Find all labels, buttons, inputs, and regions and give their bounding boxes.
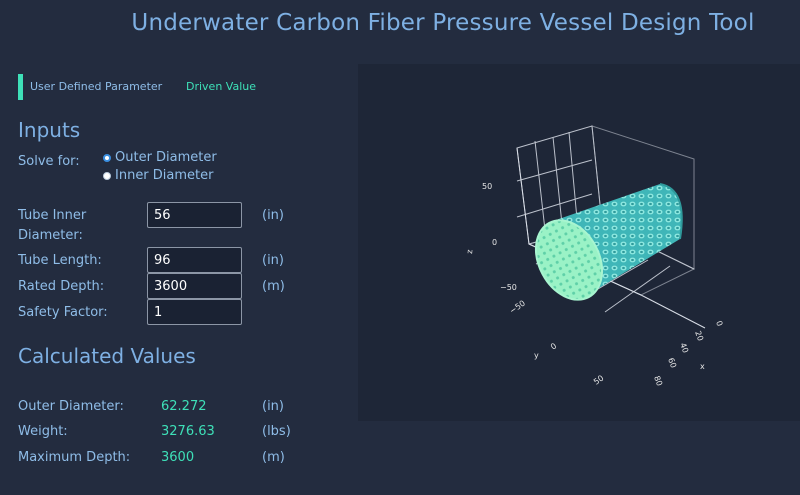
y-axis-title: y	[534, 351, 539, 360]
y-tick-50: 50	[592, 373, 606, 386]
outer-diameter-label: Outer Diameter:	[18, 399, 124, 414]
radio-outer-diameter-label: Outer Diameter	[115, 150, 217, 165]
weight-unit: (lbs)	[262, 424, 291, 439]
vessel-3d-plot[interactable]: 50 0 −50 z −50 0 50 y 0 20 40 60 80 x	[358, 64, 800, 421]
radio-inner-diameter-label: Inner Diameter	[115, 168, 214, 183]
z-tick-0: 0	[492, 238, 497, 247]
maximum-depth-unit: (m)	[262, 450, 285, 465]
vessel-3d-scene[interactable]: 50 0 −50 z −50 0 50 y 0 20 40 60 80 x	[358, 64, 800, 421]
tube-inner-diameter-input[interactable]	[147, 202, 242, 228]
rated-depth-input[interactable]	[147, 273, 242, 299]
x-tick-80: 80	[652, 375, 664, 388]
page-title: Underwater Carbon Fiber Pressure Vessel …	[131, 10, 755, 36]
x-axis-title: x	[700, 362, 705, 371]
rated-depth-unit: (m)	[262, 279, 285, 294]
rated-depth-label: Rated Depth:	[18, 279, 105, 294]
y-tick-neg50: −50	[508, 299, 527, 316]
radio-outer-diameter[interactable]: Outer Diameter	[103, 150, 217, 165]
z-tick-50: 50	[482, 182, 492, 191]
tube-inner-diameter-unit: (in)	[262, 208, 284, 223]
maximum-depth-value: 3600	[161, 450, 195, 465]
x-tick-0: 0	[714, 320, 724, 328]
user-defined-indicator	[18, 74, 23, 100]
safety-factor-label: Safety Factor:	[18, 305, 108, 320]
tube-length-input[interactable]	[147, 247, 242, 273]
tube-inner-diameter-label-line1: Tube Inner	[18, 208, 87, 223]
tube-length-label: Tube Length:	[18, 253, 102, 268]
pressure-vessel-cylinder	[534, 183, 683, 301]
inputs-heading: Inputs	[18, 118, 81, 142]
weight-value: 3276.63	[161, 424, 215, 439]
legend-user-defined: User Defined Parameter	[30, 80, 163, 93]
x-tick-40: 40	[678, 342, 690, 355]
radio-unselected-icon[interactable]	[103, 171, 111, 180]
outer-diameter-value: 62.272	[161, 399, 207, 414]
z-tick-neg50: −50	[500, 283, 517, 292]
radio-selected-icon[interactable]	[103, 153, 111, 162]
legend-driven-value: Driven Value	[186, 80, 257, 93]
y-tick-0: 0	[549, 341, 558, 351]
x-tick-20: 20	[693, 330, 705, 343]
z-axis-title: z	[465, 249, 474, 254]
tube-length-unit: (in)	[262, 253, 284, 268]
vessel-end-cap	[534, 219, 604, 301]
weight-label: Weight:	[18, 424, 68, 439]
maximum-depth-label: Maximum Depth:	[18, 450, 131, 465]
calculated-values-heading: Calculated Values	[18, 344, 196, 368]
radio-inner-diameter[interactable]: Inner Diameter	[103, 168, 213, 183]
tube-inner-diameter-label-line2: Diameter:	[18, 228, 83, 243]
safety-factor-input[interactable]	[147, 299, 242, 325]
outer-diameter-unit: (in)	[262, 399, 284, 414]
solve-for-label: Solve for:	[18, 154, 80, 169]
x-tick-60: 60	[666, 357, 678, 370]
